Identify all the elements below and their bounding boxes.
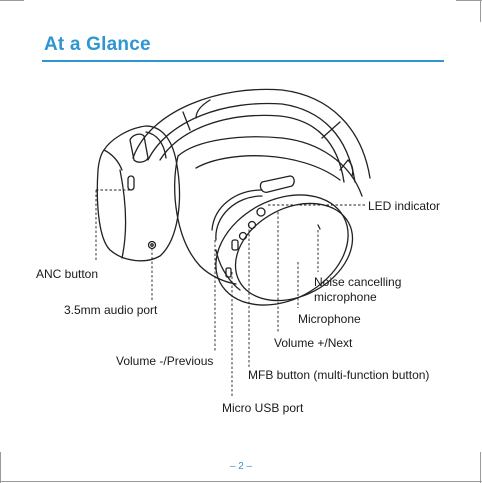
callout-microphone: Microphone [298,312,361,326]
callout-volume-up: Volume +/Next [274,336,352,350]
callout-mfb-button: MFB button (multi-function button) [248,368,429,382]
headband [133,89,370,182]
callout-led-indicator: LED indicator [368,199,440,213]
callout-noise-mic-line2: microphone [314,290,377,304]
callout-audio-port: 3.5mm audio port [64,303,157,317]
callout-noise-mic-line1: Noise cancelling [314,275,401,289]
callout-micro-usb: Micro USB port [222,401,303,415]
page-number: – 2 – [0,461,482,472]
callout-volume-down: Volume -/Previous [116,354,213,368]
callout-anc-button: ANC button [36,267,98,281]
